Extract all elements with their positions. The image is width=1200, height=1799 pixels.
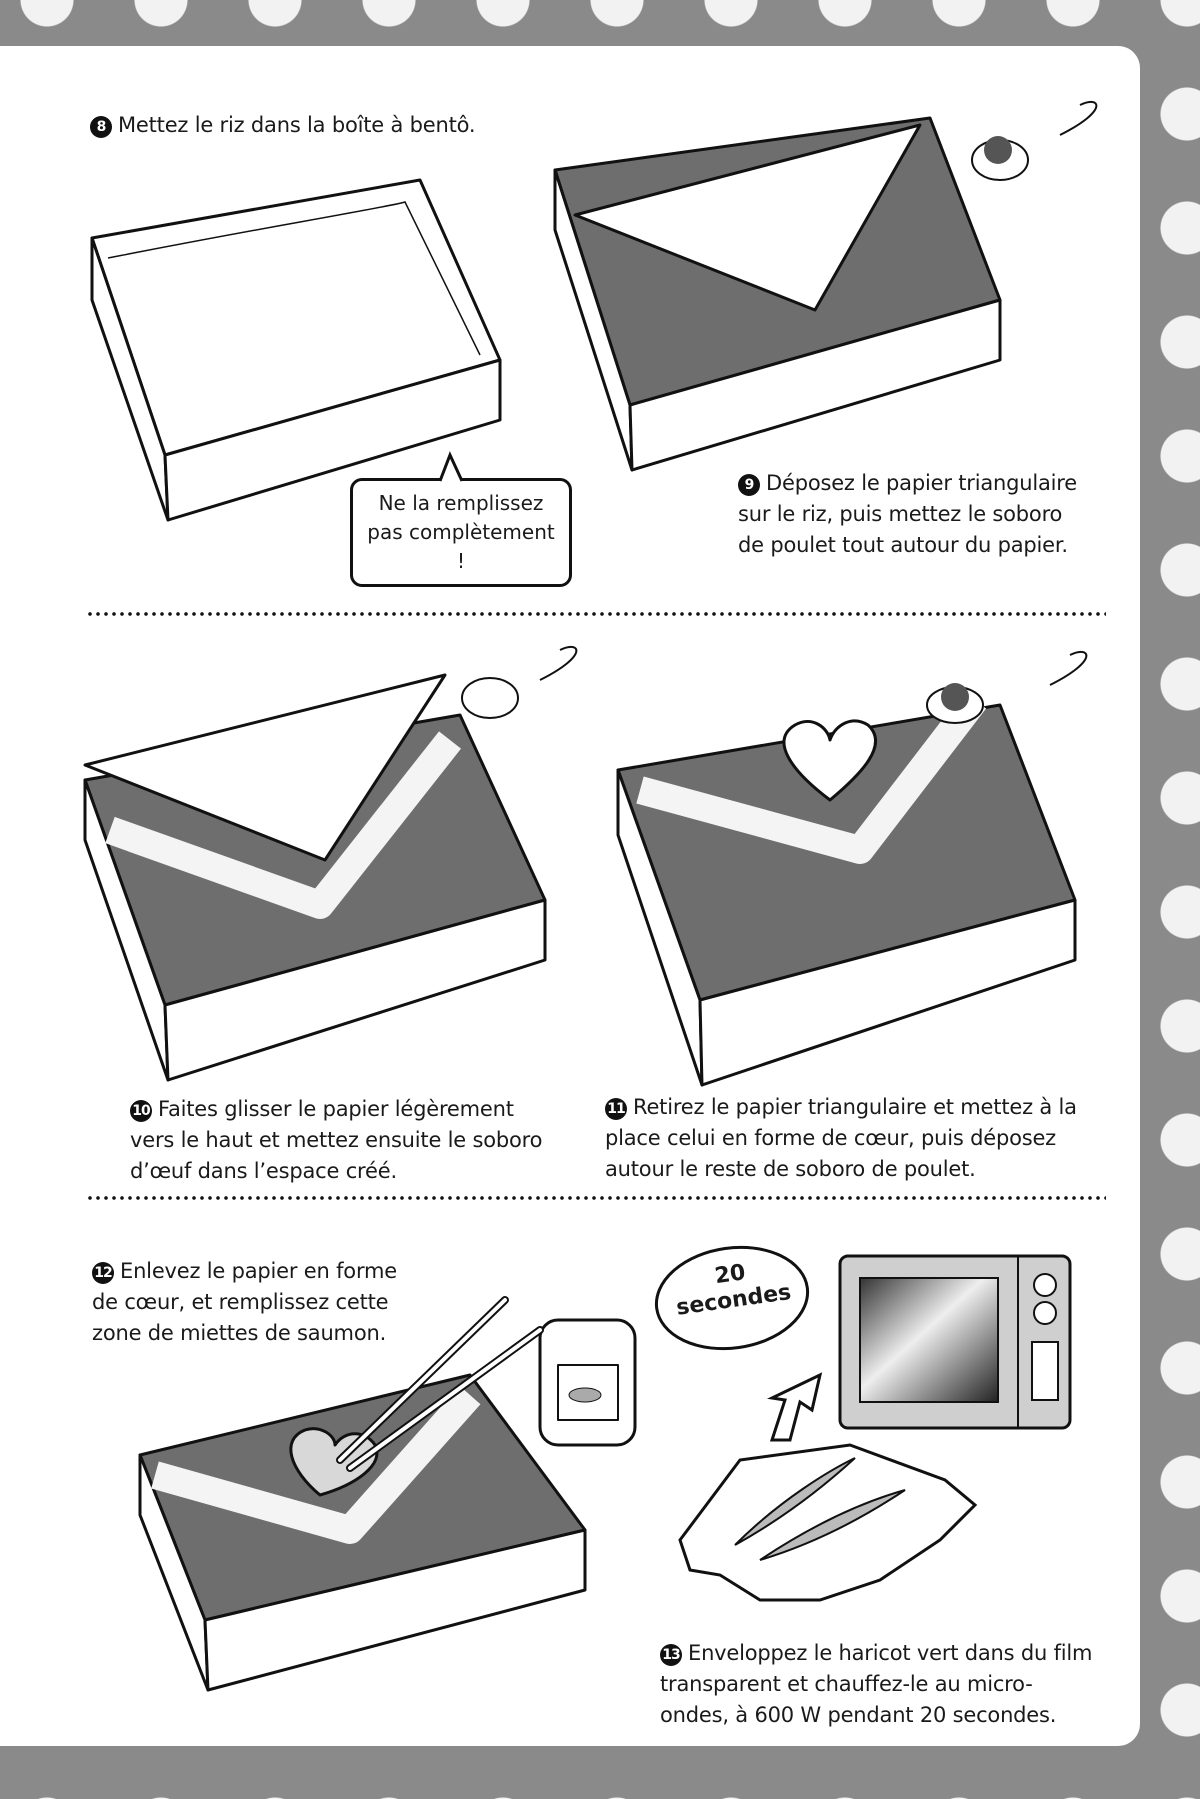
arrow-icon xyxy=(766,1372,823,1442)
step-9-line-3: de poulet tout autour du papier. xyxy=(738,533,1068,557)
step-number-10: 10 xyxy=(130,1100,152,1122)
step-11-line-1: Retirez le papier triangulaire et mettez… xyxy=(633,1095,1077,1119)
step-13-text: 13 Enveloppez le haricot vert dans du fil… xyxy=(660,1638,1093,1731)
step-10-line-3: d’œuf dans l’espace créé. xyxy=(130,1159,397,1183)
step-number-8: 8 xyxy=(90,116,112,138)
section-divider xyxy=(86,612,1106,616)
step-number-12: 12 xyxy=(92,1262,114,1284)
step-10-line-2: vers le haut et mettez ensuite le soboro xyxy=(130,1128,543,1152)
step-8-text: 8 Mettez le riz dans la boîte à bentô. xyxy=(90,110,476,141)
step-13-line-2: transparent et chauffez-le au micro- xyxy=(660,1672,1033,1696)
tip-line-2: pas complètement ! xyxy=(367,520,555,573)
step-12-text: 12 Enlevez le papier en forme de cœur, et… xyxy=(92,1256,397,1349)
step-12-line-3: zone de miettes de saumon. xyxy=(92,1321,387,1345)
tip-line-1: Ne la remplissez xyxy=(378,491,544,515)
section-divider xyxy=(86,1196,1106,1200)
step-11-text: 11 Retirez le papier triangulaire et mett… xyxy=(605,1092,1077,1185)
step-number-13: 13 xyxy=(660,1644,682,1666)
step-9-line-1: Déposez le papier triangulaire xyxy=(766,471,1077,495)
step-8-label: Mettez le riz dans la boîte à bentô. xyxy=(118,113,476,137)
step-number-9: 9 xyxy=(738,474,760,496)
tip-speech-bubble: Ne la remplissez pas complètement ! xyxy=(350,478,572,587)
microwave-icon xyxy=(838,1254,1072,1430)
step-number-11: 11 xyxy=(605,1098,627,1120)
fish-icon xyxy=(568,1387,602,1403)
step-10-text: 10 Faites glisser le papier légèrement ve… xyxy=(130,1094,542,1187)
step-11-line-2: place celui en forme de cœur, puis dépos… xyxy=(605,1126,1057,1150)
step-13-line-3: ondes, à 600 W pendant 20 secondes. xyxy=(660,1703,1057,1727)
step-11-line-3: autour le reste de soboro de poulet. xyxy=(605,1157,976,1181)
step-9-line-2: sur le riz, puis mettez le soboro xyxy=(738,502,1063,526)
step-12-line-2: de cœur, et remplissez cette xyxy=(92,1290,389,1314)
step-10-line-1: Faites glisser le papier légèrement xyxy=(158,1097,514,1121)
step-9-text: 9 Déposez le papier triangulaire sur le r… xyxy=(738,468,1077,561)
step-12-line-1: Enlevez le papier en forme xyxy=(120,1259,397,1283)
step-13-line-1: Enveloppez le haricot vert dans du film xyxy=(688,1641,1093,1665)
